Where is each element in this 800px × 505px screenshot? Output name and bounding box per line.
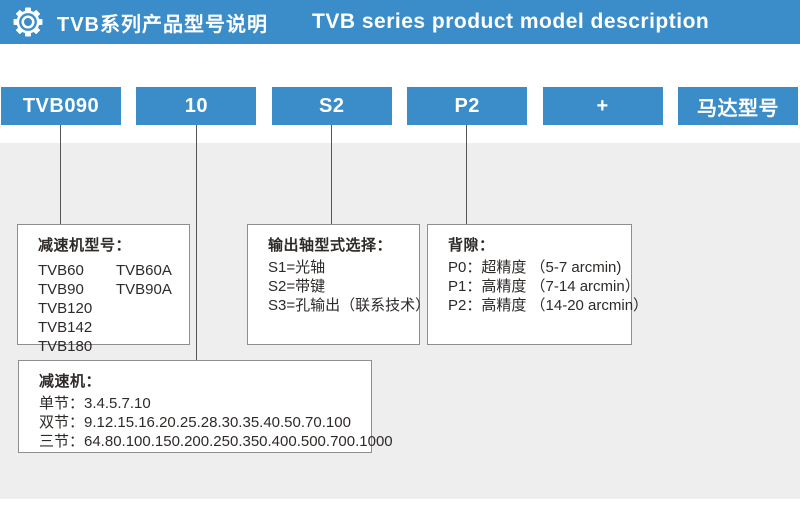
page-title-chinese: TVB系列产品型号说明 [57, 13, 268, 36]
list-item: P0：超精度 （5-7 arcmin) [448, 259, 622, 276]
note-reducer-ratio: 减速机： 单节：3.4.5.7.10 双节：9.12.15.16.20.25.2… [18, 360, 393, 453]
note-shaft-title: 输出轴型式选择： [268, 237, 393, 254]
list-item: TVB60 [38, 262, 84, 279]
note-backlash-title: 背隙： [448, 237, 495, 254]
list-item: 单节：3.4.5.7.10 [39, 395, 151, 412]
page-title-english: TVB series product model description [312, 10, 710, 33]
segment-shaft-type: S2 [271, 87, 392, 125]
output-shaft-list: S1=光轴 S2=带键 S3=孔输出（联系技术） [268, 258, 431, 315]
list-item: TVB60A [116, 262, 172, 279]
list-item: TVB120 [38, 300, 93, 317]
list-item: S3=孔输出（联系技术） [268, 297, 431, 314]
list-item: S2=带键 [268, 278, 326, 295]
list-item: TVB90 [38, 281, 84, 298]
header-bar: TVB系列产品型号说明 TVB series product model des… [0, 0, 800, 44]
gearbox-model-column-1: TVB60 TVB90 TVB120 TVB142 TVB180 [38, 261, 116, 356]
segment-ratio: 10 [136, 87, 257, 125]
note-output-shaft: 输出轴型式选择： S1=光轴 S2=带键 S3=孔输出（联系技术） [247, 224, 431, 345]
list-item: 双节：9.12.15.16.20.25.28.30.35.40.50.70.10… [39, 414, 351, 431]
list-item: S1=光轴 [268, 259, 326, 276]
connector-line-backlash [466, 125, 467, 224]
list-item: P1：高精度 （7-14 arcmin） [448, 278, 640, 295]
model-code-row: TVB090 10 S2 P2 + 马达型号 [1, 87, 798, 125]
list-item: TVB180 [38, 338, 93, 355]
list-item: TVB90A [116, 281, 172, 298]
note-ratio-title: 减速机： [39, 373, 102, 390]
backlash-list: P0：超精度 （5-7 arcmin) P1：高精度 （7-14 arcmin）… [448, 258, 649, 315]
connector-line-series [60, 125, 61, 224]
segment-backlash: P2 [407, 87, 528, 125]
note-gearbox-title: 减速机型号： [38, 237, 132, 254]
list-item: P2：高精度 （14-20 arcmin） [448, 297, 649, 314]
gear-icon [13, 7, 43, 37]
connector-line-ratio [196, 125, 197, 360]
list-item: TVB142 [38, 319, 93, 336]
segment-motor-model: 马达型号 [677, 87, 798, 125]
segment-plus: + [542, 87, 663, 125]
gearbox-model-column-2: TVB60A TVB90A [116, 261, 172, 356]
note-gearbox-model: 减速机型号： TVB60 TVB90 TVB120 TVB142 TVB180 … [17, 224, 190, 355]
note-backlash: 背隙： P0：超精度 （5-7 arcmin) P1：高精度 （7-14 arc… [427, 224, 649, 345]
segment-series: TVB090 [1, 87, 121, 125]
connector-line-shaft [331, 125, 332, 224]
ratio-list: 单节：3.4.5.7.10 双节：9.12.15.16.20.25.28.30.… [39, 394, 393, 451]
list-item: 三节：64.80.100.150.200.250.350.400.500.700… [39, 433, 393, 450]
